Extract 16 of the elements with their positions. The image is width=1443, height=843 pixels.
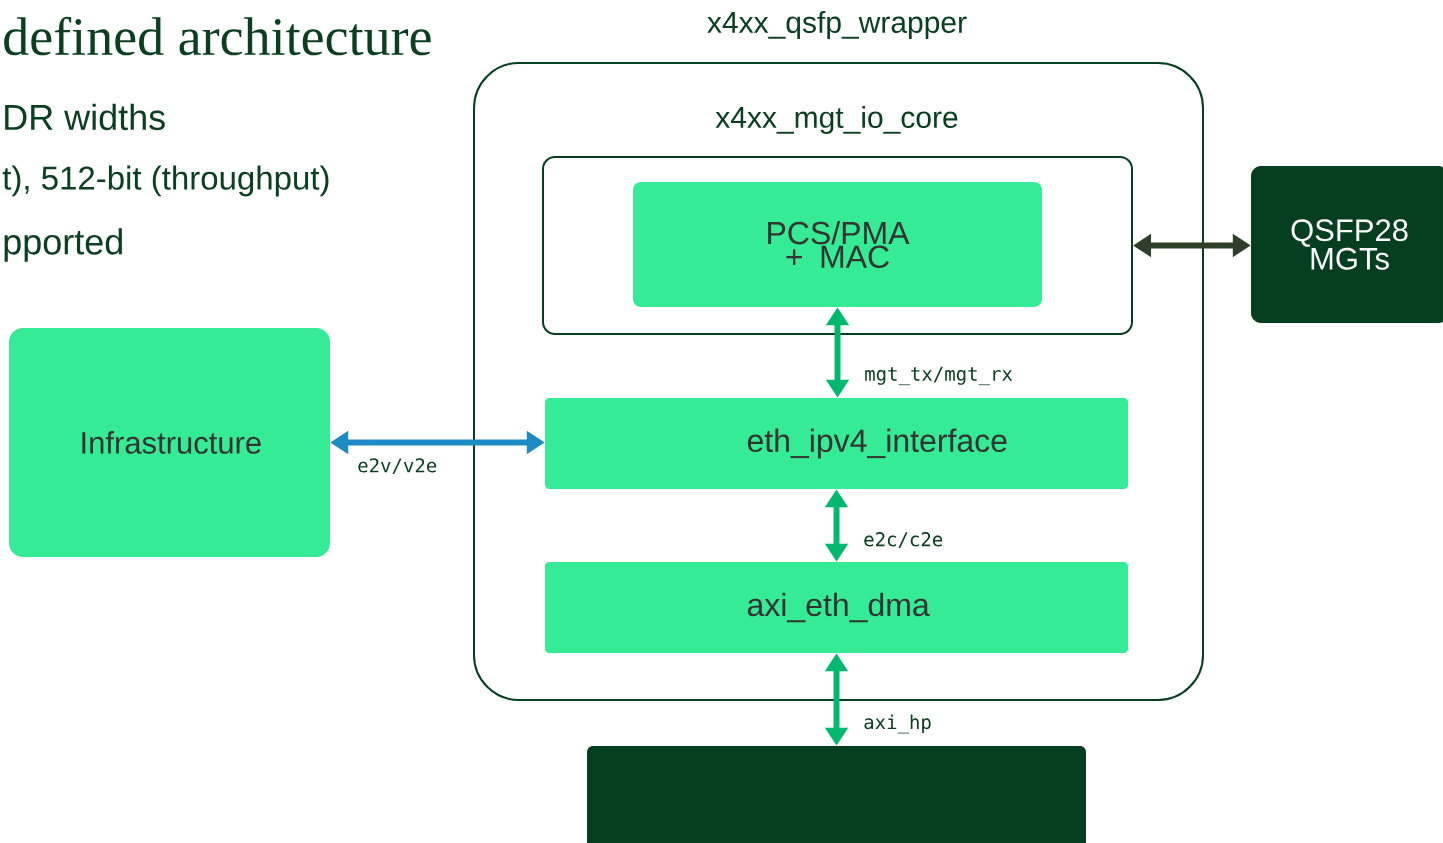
edge-label: e2c/c2e bbox=[864, 532, 943, 548]
module-box: eth_ipv4_interface bbox=[545, 398, 1128, 489]
slide-text: pported bbox=[4, 228, 122, 262]
edge-label: mgt_tx/mgt_rx bbox=[865, 366, 1013, 386]
hardware-box bbox=[587, 746, 1086, 843]
edge-label: axi_hp bbox=[864, 714, 931, 734]
slide-text: t), 512-bit (throughput) bbox=[2, 165, 329, 197]
hardware-box: QSFP28 MGTs bbox=[1251, 166, 1443, 323]
module-box: Infrastructure bbox=[9, 328, 330, 557]
edge-label: e2v/v2e bbox=[358, 458, 437, 475]
module-box: PCS/PMA + MAC bbox=[633, 182, 1042, 307]
module-box: axi_eth_dma bbox=[545, 562, 1128, 653]
slide-text: DR widths bbox=[5, 103, 165, 131]
node-label: x4xx_mgt_io_core bbox=[715, 106, 958, 134]
slide-text: defined architecture bbox=[4, 16, 431, 56]
node-label: x4xx_qsfp_wrapper bbox=[707, 11, 967, 39]
